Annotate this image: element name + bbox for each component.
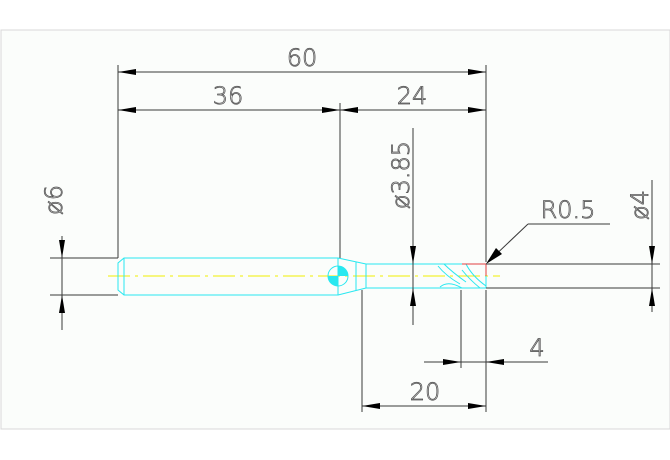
dimension-label: 24 (397, 82, 428, 110)
dimension-neck-length: 24 (340, 82, 486, 113)
dimension-label: 20 (410, 378, 441, 406)
dimension-label: ø4 (626, 190, 654, 220)
dimension-corner-radius: R0.5 (486, 196, 610, 264)
drawing-frame (0, 29, 670, 430)
dimension-flute-length: 4 (424, 334, 548, 365)
dimension-shank-diameter: ø6 (40, 185, 68, 330)
dimension-cutter-diameter: ø4 (626, 180, 655, 312)
dimension-label: 36 (213, 82, 244, 110)
dimension-label: ø3.85 (387, 141, 415, 209)
dimension-label: R0.5 (541, 196, 596, 224)
dimension-neck-diameter: ø3.85 (387, 128, 416, 325)
dimension-reach-length: 20 (362, 378, 486, 409)
dimension-shank-length: 36 (118, 82, 340, 113)
dimension-overall-length: 60 (118, 44, 486, 75)
dimension-label: 60 (287, 44, 318, 72)
dimension-label: ø6 (40, 185, 68, 215)
end-mill-outline (117, 257, 487, 296)
extension-lines (50, 65, 660, 412)
dimension-label: 4 (529, 334, 544, 362)
